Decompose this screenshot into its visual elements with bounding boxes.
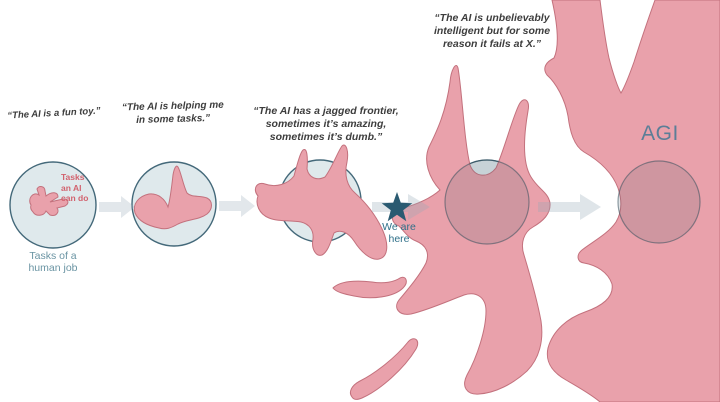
stage2-ai-blob (133, 165, 212, 230)
star-icon (381, 192, 413, 222)
quote-line: “The AI is unbelievably (434, 12, 550, 24)
stage4-blob-spike-bottom (349, 338, 419, 400)
marker-line: We are (382, 221, 416, 233)
we-are-here-label: We are here (367, 221, 431, 245)
stage4-quote: “The AI is unbelievably intelligent but … (430, 12, 554, 51)
agi-blob-mass (544, 0, 720, 402)
stage4-circle-overlay (444, 159, 530, 245)
arrow-4-icon (538, 194, 601, 220)
stage5-circle-agi (617, 160, 701, 244)
caption-line: human job (28, 262, 78, 274)
stage4-blob-spike-left (332, 276, 407, 299)
caption-line: Tasks of a (29, 250, 77, 262)
inner-label-line: Tasks (61, 172, 85, 182)
stage3-ai-blob (254, 144, 388, 260)
stage2-quote: “The AI is helping me in some tasks.” (119, 100, 228, 128)
arrow-1-icon (99, 196, 135, 218)
quote-line: reason it fails at X.” (442, 38, 542, 50)
agi-label: AGI (641, 122, 679, 145)
tasks-of-a-human-job-caption: Tasks of a human job (11, 250, 95, 274)
inner-label-line: can do (61, 193, 89, 203)
marker-line: here (388, 233, 410, 245)
stage1-ai-blob (29, 186, 69, 216)
stage3-quote: “The AI has a jagged frontier, sometimes… (246, 105, 406, 144)
quote-line: intelligent but for some (433, 25, 551, 37)
stage4-ai-blob (391, 65, 551, 395)
inner-label-line: an AI (61, 182, 82, 193)
quote-line: sometimes it’s amazing, (265, 118, 387, 130)
quote-line: “The AI has a jagged frontier, (253, 105, 399, 117)
tasks-an-ai-can-do-label: Tasks an AI can do (61, 172, 101, 204)
quote-line: sometimes it’s dumb.” (269, 131, 383, 143)
arrow-2-icon (219, 195, 255, 217)
